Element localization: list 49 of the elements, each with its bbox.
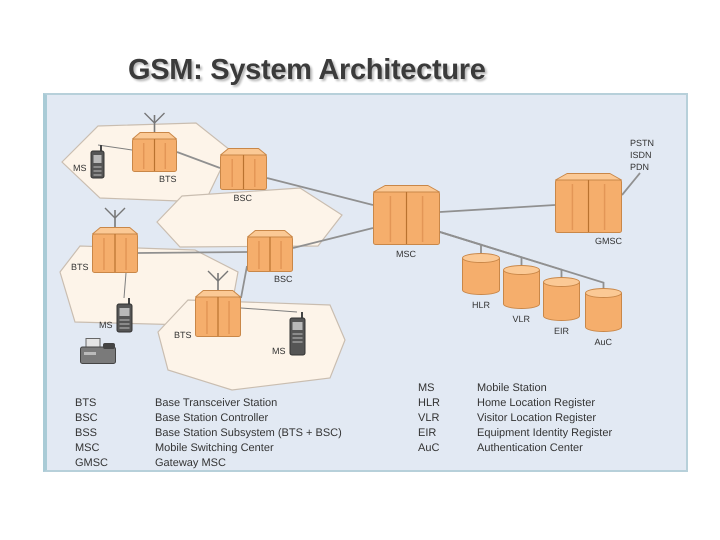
abbreviation-term: BTS [75,397,96,410]
node-label: AuC [594,337,612,348]
abbreviation-definition: Authentication Center [477,442,583,455]
connector-line [240,266,248,298]
abbreviation-term: VLR [418,412,440,425]
connector-line [440,204,556,213]
network-label: ISDN [630,149,652,161]
node-label: HLR [472,300,490,311]
abbreviation-definition: Base Transceiver Station [155,397,278,410]
abbreviation-term: EIR [418,427,436,440]
abbreviation-term: BSC [75,412,98,425]
abbreviation-definition: Base Station Controller [155,412,268,425]
node-label: MS [99,320,112,331]
slide-title: GSM: System Architecture [128,53,486,87]
node-label: BTS [174,330,192,341]
abbreviation-definition: Equipment Identity Register [477,427,612,440]
node-label: BSC [274,274,293,285]
abbreviation-definition: Gateway MSC [155,457,226,470]
node-label: VLR [512,314,530,325]
network-label: PDN [630,161,650,173]
node-label: BTS [71,262,89,273]
connector-line [138,251,247,254]
abbreviation-term: HLR [418,397,440,410]
connector-line [266,177,374,206]
abbreviation-term: MS [418,382,434,395]
node-label: EIR [554,326,570,337]
abbreviation-term: GMSC [75,457,108,470]
node-label: BSC [234,193,252,204]
radio-link [98,144,132,150]
abbreviation-definition: Visitor Location Register [477,412,596,425]
abbreviation-term: AuC [418,442,440,455]
abbreviation-term: MSC [75,442,100,455]
node-label: MS [73,163,86,174]
abbreviation-definition: Home Location Register [477,397,596,410]
abbreviation-definition: Mobile Switching Center [155,442,274,455]
connector-line [621,172,641,196]
connector-line [176,151,220,169]
node-label: BTS [159,174,177,185]
node-label: MSC [396,249,416,260]
node-label: GMSC [595,236,622,247]
radio-link [124,272,126,298]
abbreviation-definition: Mobile Station [477,382,547,395]
node-label: MS [272,346,286,357]
network-label: PSTN [630,137,654,149]
connector-line [292,227,374,249]
radio-link [240,308,298,312]
connector-line [440,231,604,288]
abbreviation-definition: Base Station Subsystem (BTS + BSC) [155,427,342,440]
abbreviation-term: BSS [75,427,98,440]
